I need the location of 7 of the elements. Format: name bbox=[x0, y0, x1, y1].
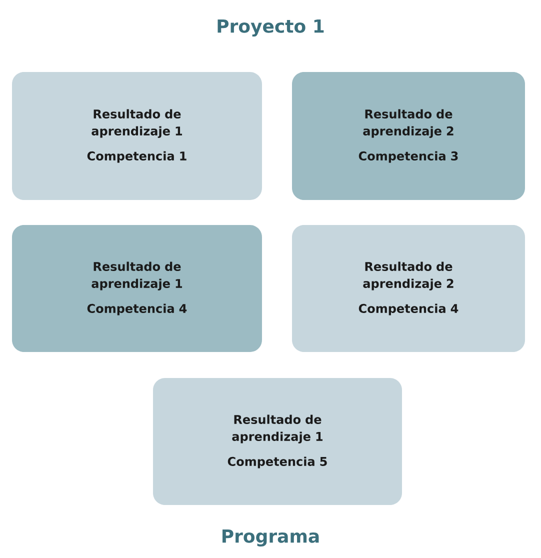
outcome-box: Resultado de aprendizaje 2 Competencia 4 bbox=[292, 225, 525, 352]
outcome-box: Resultado de aprendizaje 1 Competencia 1 bbox=[12, 72, 262, 200]
caption: Programa bbox=[222, 530, 319, 546]
outcome-box: Resultado de aprendizaje 1 Competencia 5 bbox=[153, 378, 402, 505]
outcome-box: Resultado de aprendizaje 2 Competencia 3 bbox=[292, 72, 525, 200]
title: Proyecto 1 bbox=[218, 20, 324, 37]
outcome-box: Resultado de aprendizaje 1 Competencia 4 bbox=[12, 225, 262, 352]
